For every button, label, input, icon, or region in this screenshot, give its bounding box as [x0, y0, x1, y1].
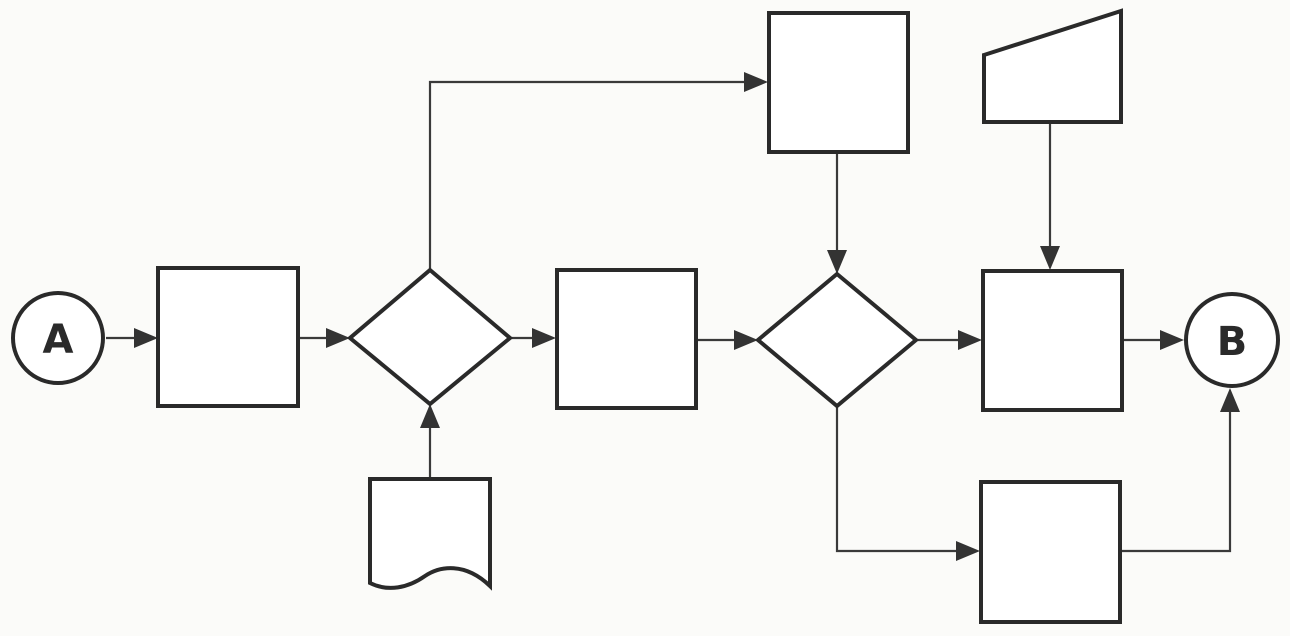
process-box-2 [555, 268, 698, 410]
arrowhead-right [134, 328, 158, 348]
edge-process-4-to-b [1120, 408, 1232, 553]
edge-decision-2-to-process-4 [835, 406, 962, 553]
arrowhead-right [1160, 330, 1184, 350]
start-connector-label: A [43, 317, 74, 363]
arrowhead-up [1220, 388, 1240, 412]
arrowhead-right [958, 330, 982, 350]
nodes: A B [11, 8, 1280, 624]
arrowhead-right [532, 328, 556, 348]
process-box-1 [156, 266, 300, 408]
manual-input-shape [982, 8, 1123, 124]
arrowhead-down [827, 250, 847, 274]
arrowhead-up [420, 404, 440, 428]
arrowhead-right [326, 328, 350, 348]
arrowhead-right [744, 72, 768, 92]
decision-diamond-2 [754, 271, 920, 409]
document-shape [368, 477, 492, 591]
process-box-3 [981, 269, 1124, 412]
decision-diamond-1 [346, 267, 514, 407]
edges [106, 80, 1232, 553]
edge-decision-1-to-top-box [428, 80, 748, 270]
arrowhead-right [734, 330, 758, 350]
end-connector-label: B [1217, 319, 1248, 365]
arrowheads [134, 72, 1240, 561]
top-process-box [767, 11, 910, 154]
end-connector [1184, 292, 1280, 388]
arrowhead-right [956, 541, 980, 561]
process-box-4 [979, 480, 1122, 624]
start-connector [11, 291, 105, 385]
arrowhead-down [1040, 246, 1060, 270]
